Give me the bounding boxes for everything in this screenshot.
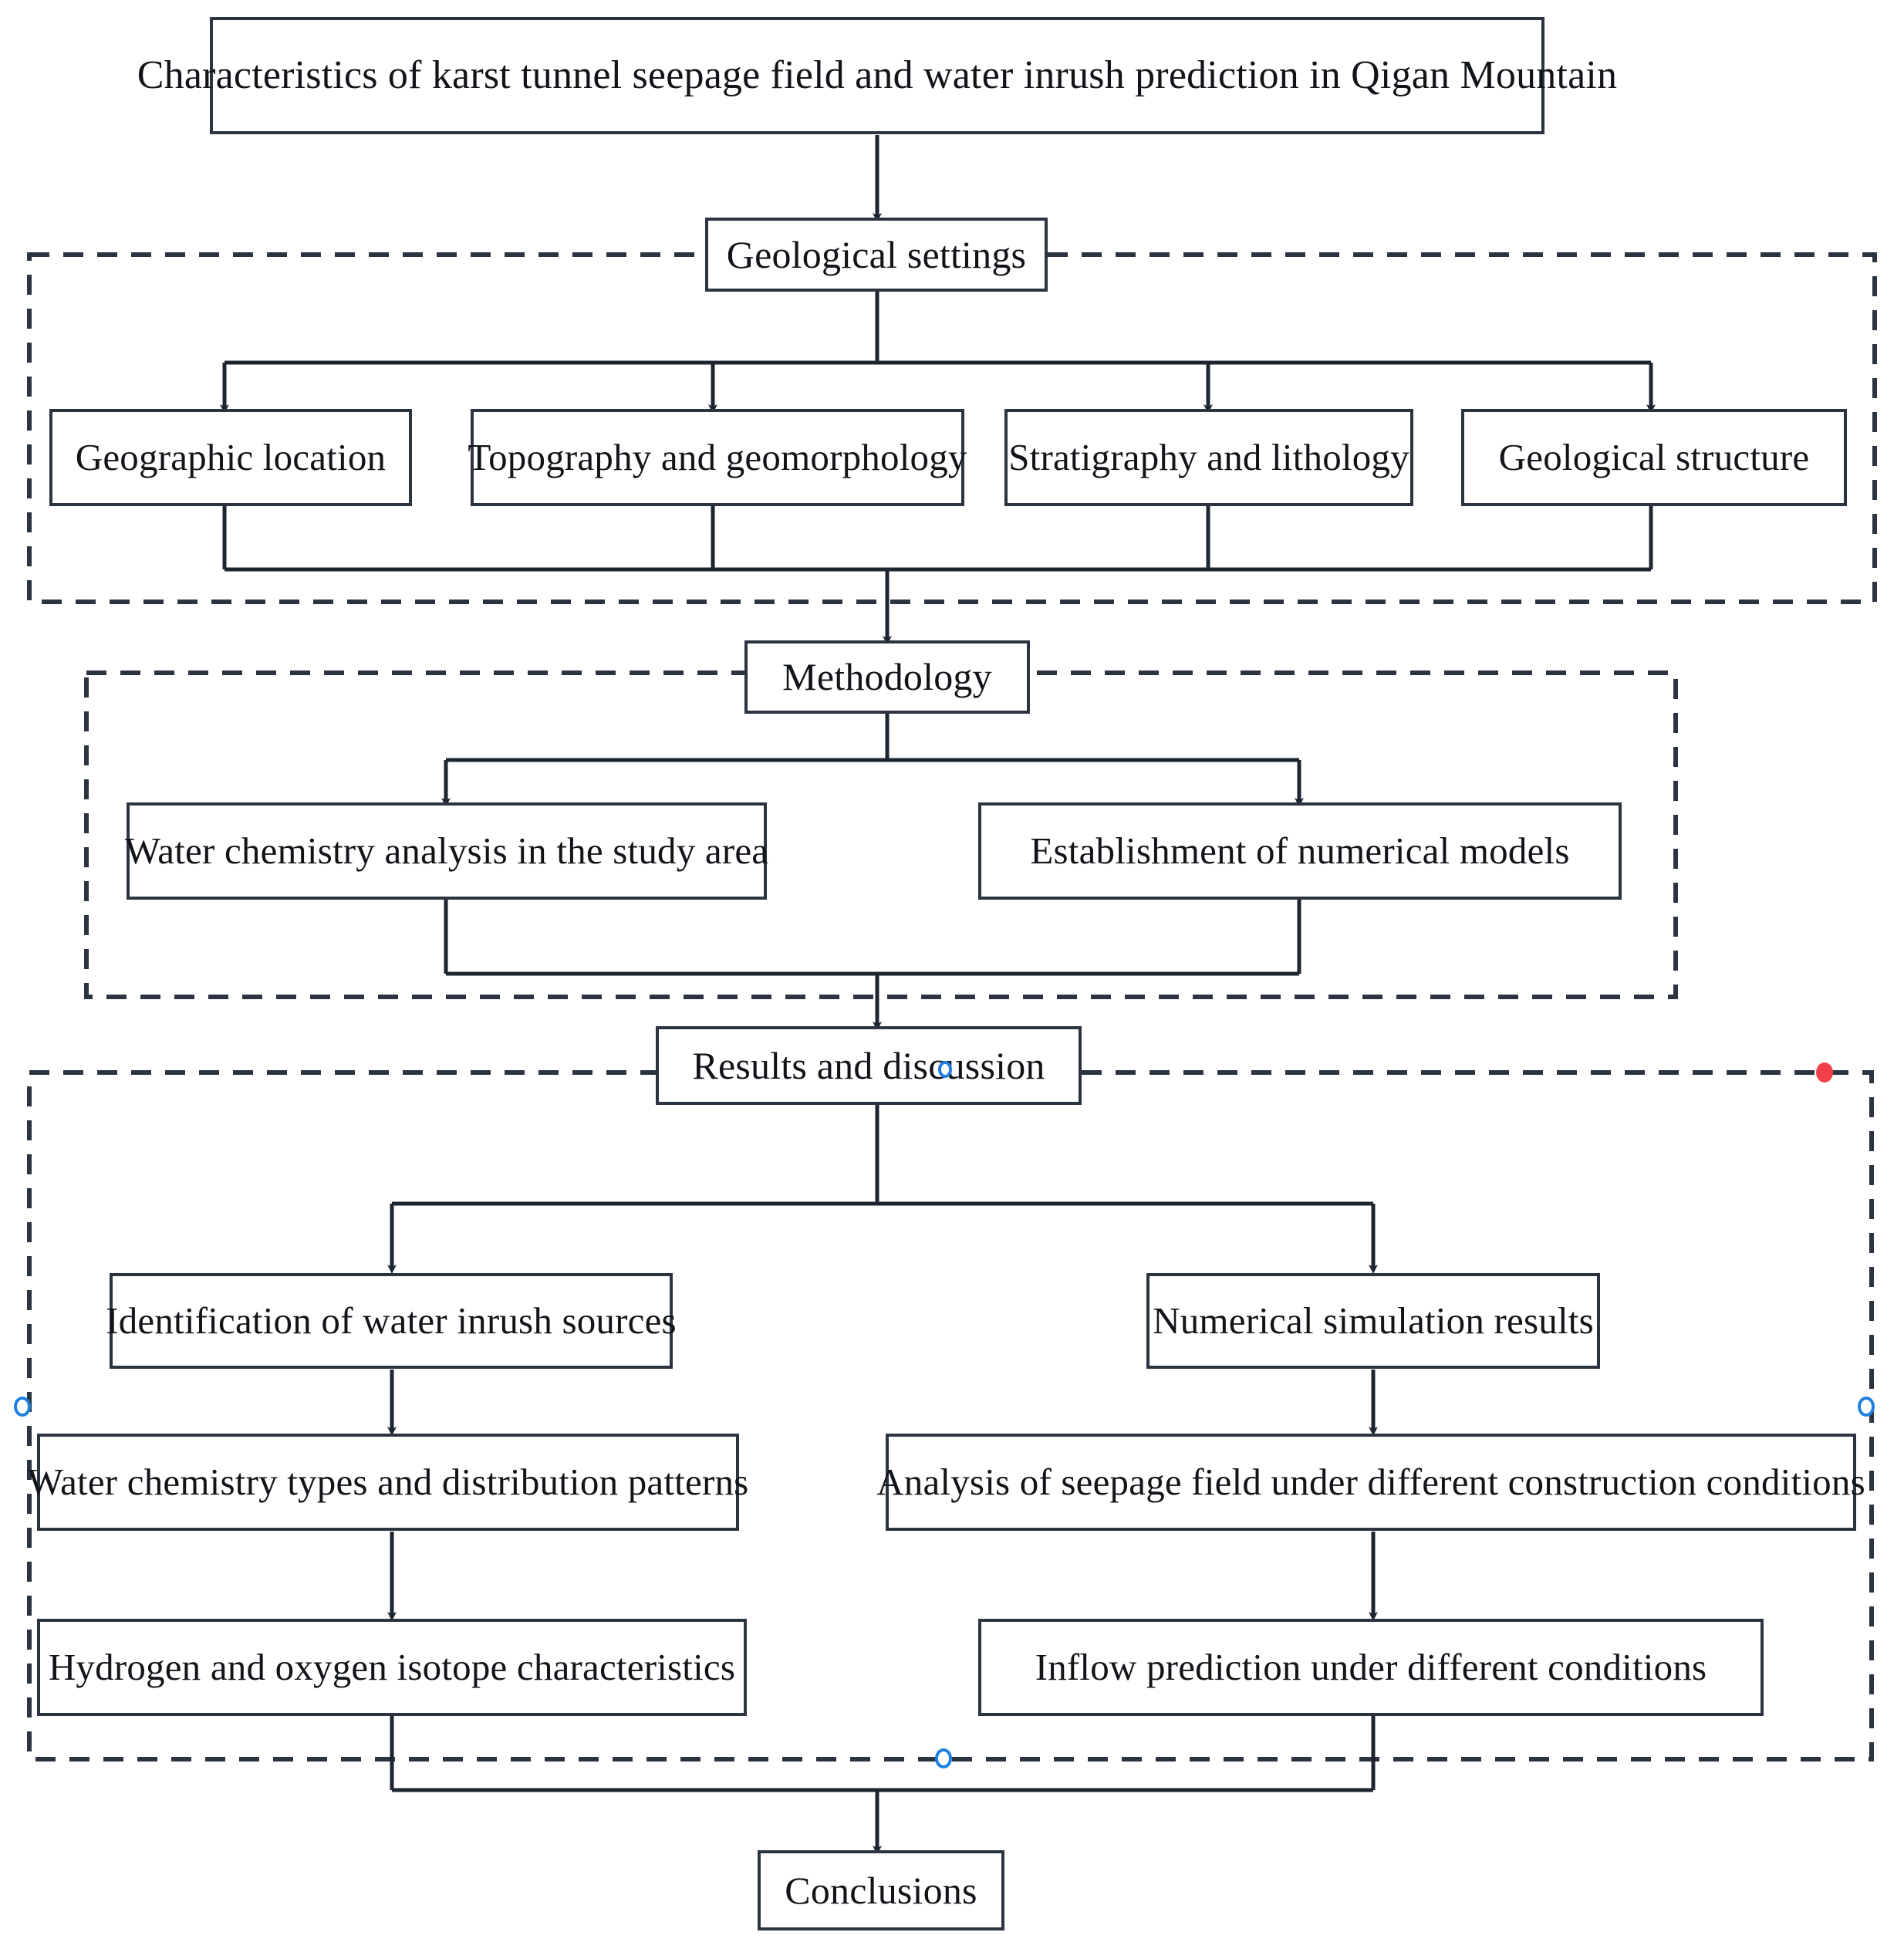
handle-middle-right[interactable]	[1858, 1397, 1875, 1417]
node-numerical-simulation-results-label: Numerical simulation results	[1153, 1299, 1594, 1343]
node-topography-geomorphology-label: Topography and geomorphology	[468, 436, 967, 479]
node-inflow-prediction[interactable]: Inflow prediction under different condit…	[978, 1619, 1764, 1716]
node-establishment-numerical-models[interactable]: Establishment of numerical models	[978, 802, 1622, 900]
node-hydrogen-oxygen-isotope[interactable]: Hydrogen and oxygen isotope characterist…	[37, 1619, 747, 1716]
connectors	[220, 135, 1656, 1855]
node-topography-geomorphology[interactable]: Topography and geomorphology	[468, 409, 967, 506]
node-geographic-location[interactable]: Geographic location	[49, 409, 412, 506]
node-conclusions-label: Conclusions	[785, 1868, 977, 1912]
node-water-chemistry-analysis[interactable]: Water chemistry analysis in the study ar…	[125, 802, 768, 900]
node-analysis-seepage-field[interactable]: Analysis of seepage field under differen…	[876, 1434, 1865, 1531]
node-root-title[interactable]: Characteristics of karst tunnel seepage …	[137, 17, 1617, 134]
node-inflow-prediction-label: Inflow prediction under different condit…	[1035, 1646, 1707, 1689]
node-geological-settings[interactable]: Geological settings	[705, 218, 1048, 292]
node-water-chemistry-types-label: Water chemistry types and distribution p…	[27, 1461, 749, 1504]
node-numerical-simulation-results[interactable]: Numerical simulation results	[1146, 1273, 1600, 1369]
node-methodology-label: Methodology	[782, 655, 992, 698]
node-water-chemistry-types[interactable]: Water chemistry types and distribution p…	[28, 1434, 748, 1531]
handle-bottom-middle[interactable]	[935, 1748, 952, 1768]
node-hydrogen-oxygen-isotope-label: Hydrogen and oxygen isotope characterist…	[48, 1646, 736, 1689]
node-identification-water-inrush-sources[interactable]: Identification of water inrush sources	[106, 1273, 677, 1369]
node-geological-settings-label: Geological settings	[726, 232, 1027, 276]
handle-middle-left[interactable]	[14, 1397, 31, 1417]
node-stratigraphy-lithology[interactable]: Stratigraphy and lithology	[1004, 409, 1413, 506]
node-results-discussion[interactable]: Results and discussion	[656, 1026, 1082, 1105]
node-analysis-seepage-field-label: Analysis of seepage field under differen…	[876, 1461, 1865, 1504]
node-geological-structure[interactable]: Geological structure	[1461, 409, 1847, 506]
node-establishment-numerical-models-label: Establishment of numerical models	[1030, 829, 1570, 873]
node-stratigraphy-lithology-label: Stratigraphy and lithology	[1008, 436, 1409, 479]
node-methodology[interactable]: Methodology	[744, 640, 1030, 714]
handle-top-middle[interactable]	[1816, 1062, 1833, 1083]
node-conclusions[interactable]: Conclusions	[758, 1850, 1004, 1930]
node-results-discussion-label: Results and discussion	[692, 1043, 1045, 1087]
node-identification-water-inrush-sources-label: Identification of water inrush sources	[106, 1299, 677, 1343]
node-root-title-label: Characteristics of karst tunnel seepage …	[137, 53, 1618, 98]
handle-cursor-point[interactable]	[938, 1061, 952, 1078]
node-geological-structure-label: Geological structure	[1498, 436, 1810, 479]
node-water-chemistry-analysis-label: Water chemistry analysis in the study ar…	[124, 829, 769, 873]
node-geographic-location-label: Geographic location	[75, 436, 387, 479]
